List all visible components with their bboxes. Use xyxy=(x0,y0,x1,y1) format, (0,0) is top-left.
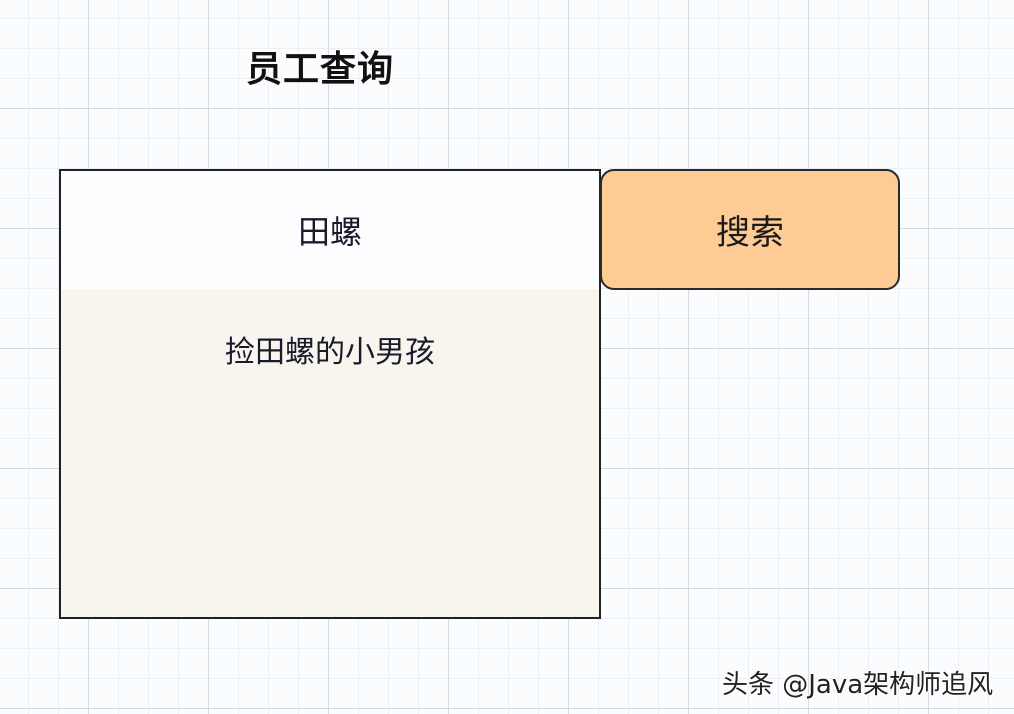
search-button-label: 搜索 xyxy=(716,213,784,253)
search-input-value: 田螺 xyxy=(297,213,362,251)
result-item[interactable]: 捡田螺的小男孩 xyxy=(225,335,435,370)
watermark: 头条 @Java架构师追风 xyxy=(722,670,994,700)
search-input[interactable]: 田螺 xyxy=(59,169,601,291)
search-button[interactable]: 搜索 xyxy=(600,169,900,290)
results-panel: 捡田螺的小男孩 xyxy=(59,289,601,619)
page-title: 员工查询 xyxy=(246,49,395,90)
